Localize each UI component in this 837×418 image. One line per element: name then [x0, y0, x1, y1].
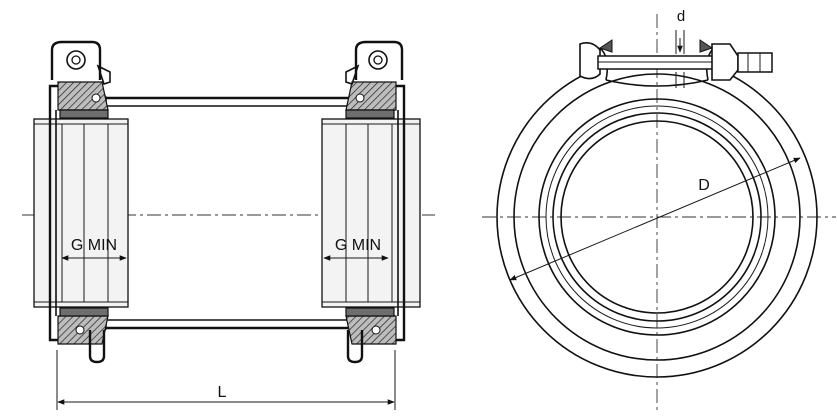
side-view: G MIN G MIN L: [22, 40, 435, 410]
gap-label-left: G MIN: [71, 237, 117, 254]
diameter-label: D: [698, 177, 710, 194]
bolt-label: d: [677, 8, 685, 25]
right-pipe: [321, 118, 421, 308]
left-pipe: [33, 118, 129, 308]
gap-label-right: G MIN: [335, 237, 381, 254]
seal-top-left: [57, 81, 109, 119]
lug-bridge: [605, 79, 709, 87]
end-view: d D: [482, 8, 836, 412]
seal-bottom-left: [57, 307, 109, 345]
clamp-bolt: [579, 39, 773, 81]
length-label: L: [218, 384, 227, 401]
seal-top-right: [345, 81, 397, 119]
gap-dimension-right: G MIN: [323, 237, 389, 261]
bottom-tab-right: [346, 330, 364, 364]
bolt-lug-left: [50, 40, 111, 86]
bottom-tab-left: [88, 330, 106, 364]
bolt-dimension: d: [675, 8, 685, 88]
diameter-dimension: D: [509, 157, 801, 281]
gap-dimension-left: G MIN: [61, 237, 127, 261]
seal-bottom-right: [345, 307, 397, 345]
bolt-lug-right: [345, 40, 404, 86]
length-dimension: L: [56, 350, 396, 410]
